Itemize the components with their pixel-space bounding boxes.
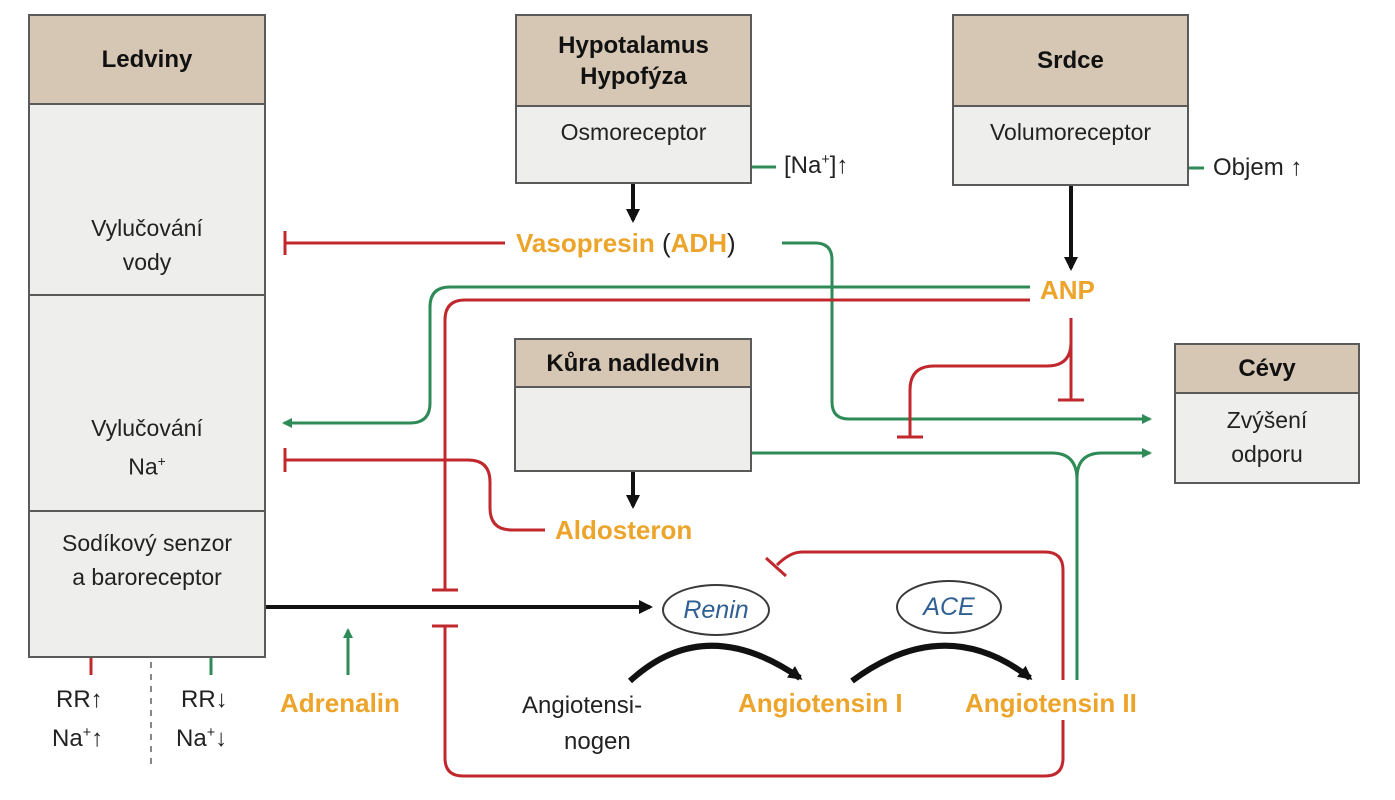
stimulus-na-down: Na+↓ <box>176 725 227 753</box>
stimulus-na-sup: + <box>821 152 830 168</box>
hormone-aldosterone: Aldosteron <box>555 515 693 545</box>
stimulus-na-up: Na+↑ <box>52 725 103 753</box>
sensor-line1: Sodíkový senzor <box>61 530 233 556</box>
hormone-adrenaline: Adrenalin <box>280 688 400 718</box>
adh-close: ) <box>726 228 736 258</box>
kidney-divider-2 <box>30 510 264 512</box>
vasopressin-text: Vasopresin <box>516 228 655 258</box>
angiotensinogen-line2: nogen <box>564 728 631 755</box>
kidney-title-text: Ledviny <box>101 46 193 73</box>
vessels-box: Cévy Zvýšení odporu <box>1174 343 1360 484</box>
heart-title: Srdce <box>954 16 1187 107</box>
hormone-anp: ANP <box>1040 275 1095 305</box>
na-excretion-line2: Na+ <box>30 445 264 484</box>
heart-title-text: Srdce <box>1037 47 1104 74</box>
adrenal-cortex-title-text: Kůra nadledvin <box>546 349 720 377</box>
vessels-title: Cévy <box>1176 345 1358 394</box>
vessels-title-text: Cévy <box>1238 355 1296 382</box>
kidney-title: Ledviny <box>30 16 264 105</box>
arrow-ang2-to-vessels-and-adrenal <box>648 448 1079 680</box>
stimulus-na-down-sup: + <box>206 725 216 741</box>
water-excretion-cell: Vylučování vody <box>30 211 264 279</box>
angiotensinogen: Angiotensi- nogen <box>522 688 642 760</box>
na-excretion-charge: + <box>157 454 166 469</box>
stimulus-rr-up: RR↑ <box>56 686 103 713</box>
renin-enzyme: Renin <box>662 584 770 636</box>
ace-enzyme: ACE <box>896 580 1002 634</box>
stimulus-na-down-post: ↓ <box>215 725 228 752</box>
stimulus-sodium-concentration: [Na+]↑ <box>784 152 848 180</box>
inhibit-bottom-loop <box>443 626 1065 778</box>
vessels-effect: Zvýšení odporu <box>1176 403 1358 471</box>
hormone-vasopressin: Vasopresin (ADH) <box>516 228 736 259</box>
hormone-angiotensin-1: Angiotensin I <box>738 688 903 718</box>
inhibit-anp-renin <box>443 298 1030 590</box>
stimulus-na-pre: [Na <box>784 152 822 179</box>
inhibit-ang2-loop <box>775 550 1065 680</box>
hypothalamus-title-line2: Hypofýza <box>580 62 687 90</box>
hypothalamus-title-line1: Hypotalamus <box>558 31 709 59</box>
hypothalamus-box: Hypotalamus Hypofýza Osmoreceptor <box>515 14 752 184</box>
hormone-angiotensin-2: Angiotensin II <box>965 688 1137 718</box>
na-excretion-line1: Vylučování <box>91 415 203 441</box>
adrenal-cortex-title: Kůra nadledvin <box>516 340 750 388</box>
stimulus-na-up-sup: + <box>82 725 92 741</box>
stimulus-na-post: ]↑ <box>829 152 849 179</box>
stimulus-volume: Objem ↑ <box>1213 154 1303 181</box>
heart-box: Srdce Volumoreceptor <box>952 14 1189 186</box>
osmoreceptor-label: Osmoreceptor <box>560 119 707 145</box>
inhibit-bar-ang2 <box>764 556 788 578</box>
na-excretion-cell: Vylučování Na+ <box>30 411 264 484</box>
water-excretion-line1: Vylučování <box>91 215 203 241</box>
adh-open: ( <box>661 228 671 258</box>
vessels-effect-line2: odporu <box>1231 441 1303 467</box>
stimulus-na-up-post: ↑ <box>91 725 104 752</box>
adrenal-cortex-box: Kůra nadledvin <box>514 338 752 472</box>
stimulus-na-down-pre: Na <box>176 725 207 752</box>
arrow-angiotensinogen-to-ang1 <box>627 642 803 684</box>
sensor-line2: a baroreceptor <box>72 564 222 590</box>
angiotensinogen-line1: Angiotensi- <box>522 692 643 719</box>
arrow-ang1-to-ang2 <box>850 642 1033 684</box>
volumoreceptor-label: Volumoreceptor <box>989 119 1152 145</box>
na-excretion-ion: Na <box>128 453 158 480</box>
vessels-effect-line1: Zvýšení <box>1226 407 1308 433</box>
stimulus-rr-down: RR↓ <box>181 686 228 713</box>
arrow-anp-to-na-excretion <box>282 285 1030 428</box>
kidney-box: Ledviny Vylučování vody Vylučování Na+ S… <box>28 14 266 658</box>
water-excretion-line2: vody <box>122 249 172 275</box>
sensor-cell: Sodíkový senzor a baroreceptor <box>30 526 264 594</box>
adh-text: ADH <box>670 228 727 258</box>
arrow-ang2-to-vessels <box>1075 448 1152 479</box>
inhibit-aldosterone-na <box>285 458 545 532</box>
stimulus-na-up-pre: Na <box>52 725 83 752</box>
inhibit-anp-adh <box>908 341 1073 437</box>
hypothalamus-title: Hypotalamus Hypofýza <box>517 16 750 107</box>
kidney-divider-1 <box>30 294 264 296</box>
arrow-adh-to-vessels <box>782 241 1152 424</box>
